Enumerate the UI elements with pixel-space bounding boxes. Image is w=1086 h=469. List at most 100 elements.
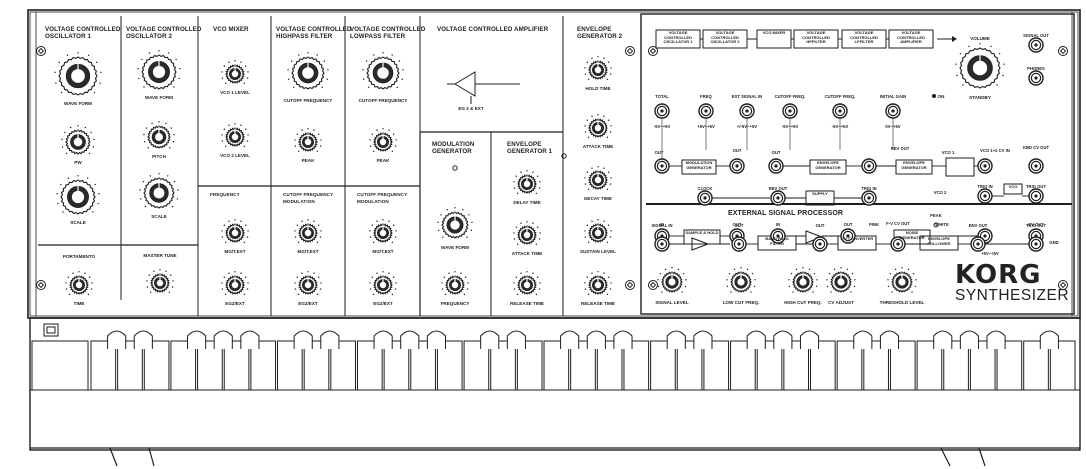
- jack-hole: [867, 196, 871, 200]
- scale-dot: [610, 67, 612, 69]
- scale-dot: [319, 236, 322, 238]
- eg2-decay-knob: [584, 166, 612, 191]
- knob-top: [523, 281, 531, 289]
- scale-dot: [437, 229, 440, 232]
- scale-dot: [97, 202, 99, 205]
- scale-dot: [539, 181, 541, 183]
- scale-dot: [535, 293, 538, 296]
- scale-dot: [441, 288, 444, 290]
- scale-dot: [172, 140, 175, 143]
- signal-flow-box-text: VOLTAGE CONTROLLED OSCILLATOR 1: [663, 31, 693, 45]
- scale-dot: [173, 86, 175, 88]
- knob-top: [155, 133, 163, 141]
- scale-dot: [388, 272, 390, 274]
- modulation-generator-box: [681, 159, 717, 175]
- scale-dot: [603, 57, 605, 59]
- scale-dot: [446, 208, 448, 211]
- white-key: [383, 340, 410, 391]
- knob-top: [837, 278, 845, 286]
- scale-dot: [850, 291, 852, 293]
- patch-input-jack-label: FREQ: [700, 94, 712, 99]
- scale-dot: [853, 285, 856, 288]
- vco2-scale-knob-label: SCALE: [151, 214, 167, 219]
- volume-knob: [955, 43, 1005, 89]
- jack-hole: [818, 242, 822, 246]
- black-key: [879, 330, 900, 349]
- freq-eg2-knob-label: EG2/EXT: [225, 301, 245, 306]
- screw-slot: [1059, 47, 1067, 55]
- high-cut-knob: [788, 267, 818, 293]
- scale-dot: [246, 77, 249, 79]
- scale-dot: [247, 134, 249, 136]
- vco1-waveform-knob-label: WAVE FORM: [64, 101, 92, 106]
- scale-dot: [733, 268, 736, 271]
- section-title-vco2: OSCILLATOR 2: [126, 33, 173, 40]
- jack-label: OUT: [734, 223, 744, 228]
- jack-hole: [1034, 43, 1038, 47]
- white-key: [570, 340, 596, 391]
- scale-dot: [87, 54, 90, 57]
- screw-head: [648, 280, 658, 290]
- patch-input-jack-label: TOTAL: [655, 94, 669, 99]
- white-key: [436, 340, 463, 391]
- jack-label: REV OUT: [890, 146, 910, 151]
- jack-label: CLOCK: [697, 186, 713, 191]
- white-key: [463, 340, 490, 391]
- screw-icon: [648, 46, 658, 56]
- scale-dot: [246, 288, 249, 290]
- scale-dot: [591, 167, 593, 169]
- knob-top: [377, 67, 389, 79]
- white-key: [596, 340, 623, 391]
- jack-label: CV OUT: [1028, 222, 1044, 227]
- screw-icon: [625, 280, 635, 290]
- black-key: [133, 330, 153, 349]
- eg1-delay-knob: [513, 170, 541, 195]
- section-title-lpf: VOLTAGE CONTROLLED: [350, 26, 426, 33]
- section-title-hpf: HIGHPASS FILTER: [276, 33, 333, 40]
- jack-label: OUT: [771, 150, 781, 155]
- knob-top: [153, 187, 165, 199]
- screw-head: [1058, 46, 1068, 56]
- black-key: [426, 330, 446, 349]
- scale-dot: [369, 145, 372, 147]
- scale-dot: [584, 183, 587, 185]
- scale-dot: [66, 54, 69, 57]
- scale-dot: [240, 220, 242, 222]
- scale-dot: [169, 147, 171, 149]
- black-key: [799, 330, 820, 349]
- scale-dot: [584, 230, 586, 232]
- black-key: [373, 330, 393, 349]
- scale-dot: [90, 288, 93, 290]
- keyboard: [29, 317, 1081, 451]
- jack-hole: [1034, 194, 1038, 198]
- scale-dot: [402, 69, 404, 71]
- black-key: [773, 330, 793, 349]
- scale-dot: [535, 192, 538, 195]
- scale-dot: [751, 272, 754, 275]
- portamento-knob-label: TIME: [73, 301, 85, 306]
- section-title-esp: EXTERNAL SIGNAL PROCESSOR: [728, 210, 844, 217]
- white-key: [943, 340, 969, 391]
- screw-head: [36, 280, 46, 290]
- scale-dot: [609, 73, 612, 75]
- scale-dot: [307, 271, 309, 273]
- scale-dot: [92, 211, 94, 213]
- scale-dot: [388, 129, 390, 131]
- scale-dot: [221, 134, 223, 136]
- scale-dot: [240, 124, 242, 126]
- white-key: [250, 340, 277, 391]
- scale-dot: [151, 122, 153, 125]
- scale-dot: [538, 288, 541, 290]
- vco1-scale-knob-label: SCALE: [70, 220, 86, 225]
- threshold-knob-label: THRESHOLD LEVEL: [879, 300, 925, 305]
- white-key: [117, 340, 143, 391]
- trig-out-jack: [1028, 188, 1044, 204]
- scale-dot: [597, 271, 599, 273]
- scale-dot: [802, 267, 804, 269]
- scale-dot: [313, 129, 315, 131]
- scale-dot: [140, 198, 142, 200]
- scale-dot: [69, 126, 72, 129]
- white-key: [810, 340, 836, 391]
- scale-dot: [382, 128, 384, 130]
- noise-generator-box-text: NOISE GENERATOR: [899, 231, 925, 240]
